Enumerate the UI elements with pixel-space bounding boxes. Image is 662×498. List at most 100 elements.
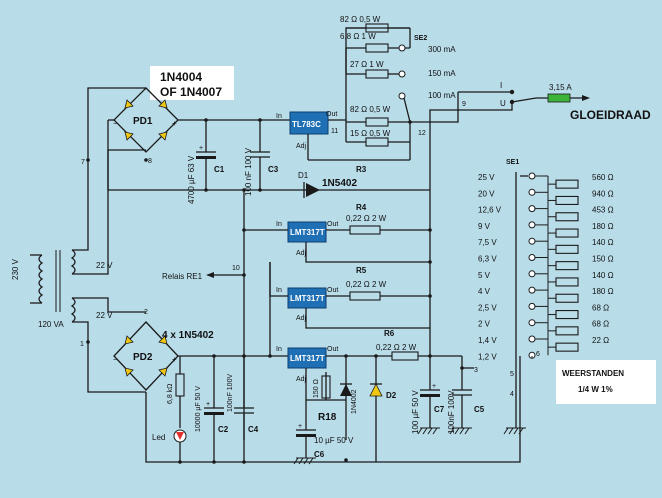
node-3: 3 [474,367,478,374]
se2-switch[interactable]: SE2 300 mA 150 mA 100 mA [398,35,456,123]
se1-contact-2[interactable] [528,205,536,213]
node-6: 6 [536,351,540,358]
se1-contact-10[interactable] [528,335,536,343]
c7-value: 100 µF 50 V [411,390,420,434]
transformer-va: 120 VA [38,320,64,329]
lm2-out: Out [327,287,338,294]
r6-label: R6 [384,329,395,338]
ic-lmt317-3: LMT317T In Out Adj [276,346,338,383]
r4-label: R4 [356,203,367,212]
se1-resistor-value-9: 68 Ω [592,320,609,329]
se1-voltage-7: 4 V [478,287,491,296]
se1-voltage-8: 2,5 V [478,303,497,312]
switch-u: U [500,99,506,108]
se1-resistor-8 [555,309,579,320]
title-box [150,66,234,100]
node-2: 2 [144,309,148,316]
c3-value: 100 nF 100 V [244,147,253,196]
ground-c5 [449,427,472,435]
relais-label: Relais RE1 [162,272,203,281]
se1-contact-3[interactable] [528,221,536,229]
c6-label: C6 [314,450,325,459]
se1-resistor-2 [555,212,579,222]
switch-i: I [500,81,502,90]
d2-label: D2 [386,391,397,400]
se1-contact-6[interactable] [528,270,536,278]
se1-voltage-4: 7,5 V [478,238,497,247]
se1-voltage-9: 2 V [478,320,491,329]
se1-resistor-9 [555,326,579,336]
tl783-adj: Adj [296,143,307,150]
ic-lmt317-2: LMT317T In Out Adj [276,287,338,322]
se2-contact-150[interactable] [398,70,406,78]
ground-c7 [417,427,440,435]
pd2-label: PD2 [133,352,153,363]
c7-plus: + [432,383,436,390]
se1-contact-7[interactable] [528,286,536,294]
node-12: 12 [418,130,426,137]
c4-value: 100nF 100V [227,374,234,412]
c2-label: C2 [218,425,229,434]
iu-switch[interactable]: I U 9 [457,81,537,108]
lm2-label: LMT317T [290,294,325,303]
se1-resistor-value-8: 68 Ω [592,303,609,312]
secondary2-voltage: 22 V [96,311,113,320]
se2-r1: 82 Ω 0,5 W [340,15,381,24]
se1-resistor-1 [555,195,579,205]
se1-resistor-value-1: 940 Ω [592,189,614,198]
se1-resistor-3 [555,228,579,238]
se1-resistor-10 [555,342,579,352]
c1-plus: + [199,145,203,152]
c1-value: 4700 µF 63 V [187,155,196,204]
se1-resistor-value-6: 140 Ω [592,271,614,280]
se1-rows: 25 V20 V12,6 V9 V7,5 V6,3 V5 V4 V2,5 V2 … [478,172,614,361]
node-1: 1 [80,341,84,348]
se1-switch[interactable]: SE1 [506,159,528,356]
se2-label: SE2 [414,35,427,42]
se2-r5: 15 Ω 0,5 W [350,129,391,138]
ground-se1 [503,427,526,435]
se1-resistor-4 [555,244,579,254]
r3-label: R3 [356,165,367,174]
pd2-type: 4 x 1N5402 [162,330,214,341]
se1-resistor-6 [555,277,579,287]
weerstanden-box [556,360,656,404]
lm3-in: In [276,346,282,353]
node-11: 11 [331,128,338,135]
c7-label: C7 [434,405,445,414]
c5-value: 100nF 100V [447,390,456,434]
c6-plus: + [298,423,302,430]
ic-lmt317-1: LMT317T In Out Adj [276,221,338,257]
se1-voltage-0: 25 V [478,173,495,182]
se2-contact-100[interactable] [398,92,406,100]
lm3-label: LMT317T [290,354,325,363]
se1-voltage-1: 20 V [478,189,495,198]
se1-contact-4[interactable] [528,237,536,245]
r18-label: R18 [318,412,337,423]
se2-contact-300[interactable] [398,44,406,52]
r5-value: 0,22 Ω 2 W [346,280,387,289]
c4-label: C4 [248,425,259,434]
se1-resistor-value-0: 560 Ω [592,173,614,182]
pd1-minus: − [113,119,118,128]
lm2-adj: Adj [296,315,307,322]
se1-contact-8[interactable] [528,302,536,310]
se1-contact-9[interactable] [528,319,536,327]
ground-c6 [293,457,316,465]
lm3-adj: Adj [296,376,307,383]
se1-resistor-value-10: 22 Ω [592,336,609,345]
se1-resistor-7 [555,293,579,303]
lm2-in: In [276,287,282,294]
se1-contact-5[interactable] [528,254,536,261]
se1-resistor-value-7: 180 Ω [592,287,614,296]
se1-voltage-10: 1,4 V [478,336,497,345]
node-8: 8 [148,158,152,165]
r4-value: 0,22 Ω 2 W [346,214,387,223]
tl783-label: TL783C [292,120,321,129]
se1-contact-0[interactable] [528,172,536,180]
se2-opt-150: 150 mA [428,69,456,78]
node-9: 9 [462,101,466,108]
se1-contact-1[interactable] [528,188,536,196]
c5-label: C5 [474,405,485,414]
